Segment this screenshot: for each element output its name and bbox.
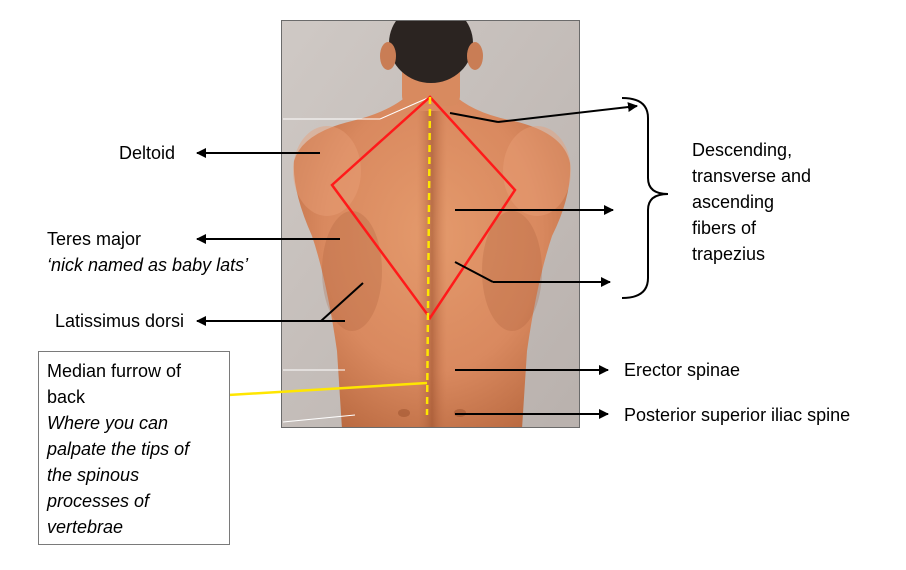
trapezius-label-line1: Descending,	[692, 140, 793, 160]
trapezius-label-line5: trapezius	[692, 244, 766, 264]
right-shoulder-highlight	[503, 126, 571, 216]
erector-spinae-label: Erector spinae	[624, 360, 741, 380]
left-shoulder-highlight	[293, 126, 361, 216]
psis-label: Posterior superior iliac spine	[624, 405, 851, 425]
trapezius-asc-leader	[454, 261, 494, 283]
trapezius-brace	[621, 97, 669, 299]
trapezius-desc-leader	[449, 112, 499, 123]
latissimus-leader	[320, 282, 364, 322]
spine-groove	[417, 111, 447, 427]
left-ear	[380, 42, 396, 70]
pointer-line-top-diag	[379, 96, 431, 120]
deltoid-label: Deltoid	[119, 143, 176, 163]
median-box-note-line5: vertebrae	[47, 517, 124, 537]
trapezius-label-line3: ascending	[692, 192, 775, 212]
median-box-note-line4: processes of	[47, 491, 150, 511]
back-photograph	[281, 20, 580, 428]
back-illustration	[282, 21, 579, 427]
left-dimple	[398, 409, 410, 417]
trapezius-diamond	[330, 95, 517, 321]
right-ear	[467, 42, 483, 70]
median-box-note-line3: the spinous	[47, 465, 140, 485]
hair-shape	[389, 21, 473, 83]
trapezius-desc-arrow	[497, 102, 638, 123]
trapezius-label-line2: transverse and	[692, 166, 812, 186]
median-furrow-line	[425, 96, 432, 416]
latissimus-dorsi-label: Latissimus dorsi	[55, 311, 185, 331]
trapezius-label-line4: fibers of	[692, 218, 757, 238]
median-box-note-line1: Where you can	[47, 413, 169, 433]
median-box-title-line2: back	[47, 387, 86, 407]
teres-major-label: Teres major	[47, 229, 142, 249]
teres-major-nickname: ‘nick named as baby lats’	[47, 255, 249, 275]
pointer-line-bottom	[282, 414, 356, 423]
median-box-title-line1: Median furrow of	[47, 361, 182, 381]
right-lat-shadow	[482, 211, 542, 331]
left-lat-shadow	[322, 211, 382, 331]
median-furrow-arrow	[210, 381, 428, 402]
median-furrow-box: Median furrow of back Where you can palp…	[38, 351, 230, 545]
median-box-note-line2: palpate the tips of	[47, 439, 190, 459]
